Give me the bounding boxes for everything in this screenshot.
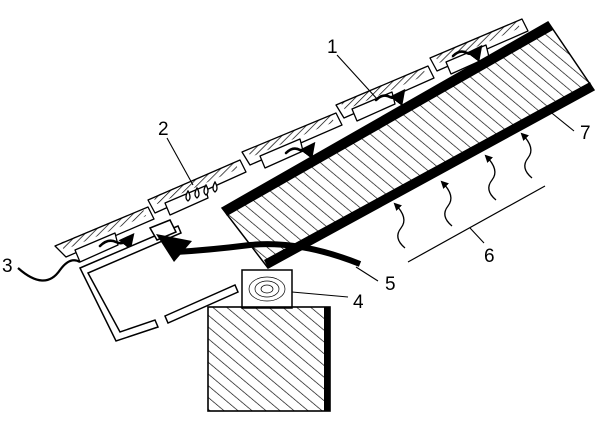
callout-3: 3 (2, 256, 13, 277)
tile (241, 112, 343, 169)
callout-6: 6 (484, 246, 495, 267)
vapour-arrows (393, 132, 533, 249)
leader-6 (469, 227, 485, 244)
callout-7: 7 (580, 123, 591, 144)
main-airflow-arrow (175, 241, 362, 267)
insulation-beam (220, 21, 596, 269)
main-airflow-arrowhead (156, 234, 192, 262)
callout-1: 1 (327, 37, 338, 58)
callout-4: 4 (353, 292, 364, 313)
callout-2: 2 (158, 119, 169, 140)
leader-4 (291, 291, 349, 298)
airflow-arrow (98, 232, 135, 251)
leader-5 (355, 266, 379, 282)
wall-plate (241, 269, 293, 309)
vapour-arrow (520, 132, 533, 179)
vapour-arrow (393, 202, 406, 249)
vapour-arrow (440, 180, 453, 227)
eave-gutter (78, 219, 239, 342)
tile-airflow-arrows (98, 44, 483, 251)
condensation-drops (185, 180, 218, 202)
airflow-arrow (451, 44, 483, 63)
callouts: 1 2 3 4 5 6 7 (2, 37, 591, 313)
airflow-arrow (374, 88, 406, 107)
masonry-wall (207, 306, 331, 412)
water-drop (203, 183, 209, 196)
water-drop (194, 186, 200, 199)
leader-lines (17, 54, 575, 298)
airflow-arrow (284, 141, 316, 160)
leader-7 (547, 109, 575, 132)
vapour-arrow (484, 154, 497, 201)
leader-3 (17, 259, 81, 282)
tile (335, 65, 435, 122)
leader-1 (336, 54, 379, 101)
tile (54, 206, 155, 263)
leader-2 (166, 137, 194, 186)
zone-6-line (407, 185, 546, 263)
water-drop (185, 189, 191, 202)
water-drop (212, 180, 218, 193)
callout-5: 5 (385, 274, 396, 295)
